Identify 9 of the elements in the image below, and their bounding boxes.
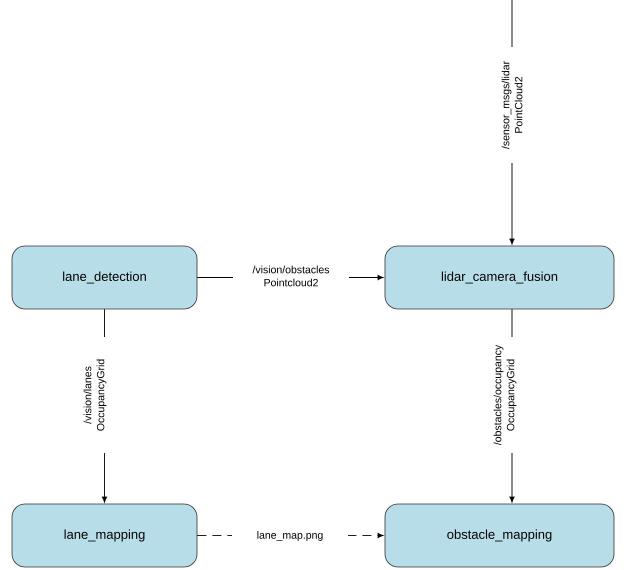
process-box: lidar_camera_fusion [384, 246, 614, 310]
process-box: lane_detection [12, 246, 198, 310]
edge-label: /vision/obstacles Pointcloud2 [233, 264, 349, 288]
edge-label: /obstacles/occupancy OccupancyGrid [492, 337, 518, 453]
process-box: lane_mapping [12, 504, 198, 568]
edge-label: /vision/lanes OccupancyGrid [82, 337, 108, 453]
edge-label: /sensor_msgs/lidar PointCloud2 [500, 47, 524, 163]
edge-label: lane_map.png [232, 529, 348, 543]
process-box: obstacle_mapping [384, 504, 614, 568]
